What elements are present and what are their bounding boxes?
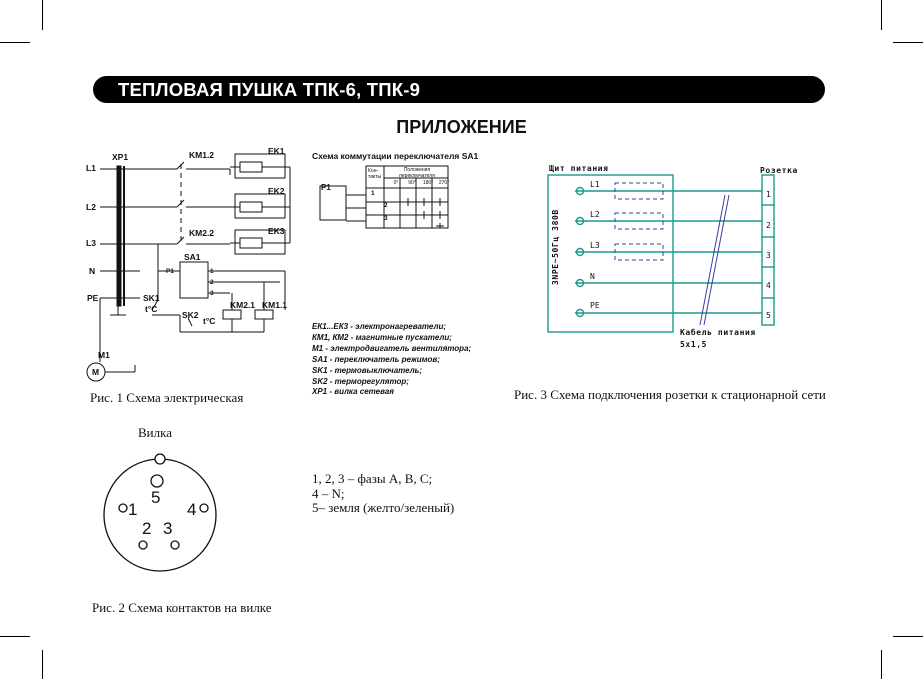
cable-label: Кабель питания (680, 328, 756, 337)
sk1-label: SK1 (143, 293, 160, 303)
terminal-3: 3 (766, 251, 771, 260)
switch-positions-header: Положения переключателя (399, 167, 435, 179)
crop-mark (0, 42, 30, 43)
km11-label: KM1.1 (262, 300, 288, 310)
crop-mark (42, 650, 43, 679)
sk2-temp-label: t°C (203, 316, 216, 326)
legend-item: ЕК1...ЕК3 - электронагреватели; (312, 322, 447, 331)
fig2-title: Вилка (138, 425, 173, 440)
km12-label: KM1.2 (189, 150, 215, 160)
switch-angle-180: 180° (422, 180, 434, 186)
switch-contacts-header: Кон- такты (368, 168, 382, 180)
page-title: ТЕПЛОВАЯ ПУШКА ТПК-6, ТПК-9 (118, 79, 421, 100)
crop-mark (0, 636, 30, 637)
plug-face-diagram (103, 453, 217, 572)
crop-mark (881, 650, 882, 679)
fig3-caption: Рис. 3 Схема подключения розетки к стаци… (514, 387, 826, 402)
km22-label: KM2.2 (189, 228, 215, 238)
plug-description: 4 – N; (312, 486, 345, 501)
section-title: ПРИЛОЖЕНИЕ (396, 117, 527, 137)
switch-p1-label: P1 (321, 183, 331, 192)
xp1-label: XP1 (112, 152, 129, 162)
fig2-caption: Рис. 2 Схема контактов на вилке (92, 600, 272, 615)
legend-item: М1 - электродвигатель вентилятора; (312, 344, 472, 353)
header-bar (93, 76, 825, 103)
power-panel-label: Щит питания (549, 164, 609, 173)
fig1-caption: Рис. 1 Схема электрическая (90, 390, 244, 405)
switch-row-3: 3 (384, 215, 388, 222)
terminal-5: 5 (766, 311, 771, 320)
plug-description: 5– земля (желто/зеленый) (312, 500, 455, 515)
sa1-terminal-2: 2 (210, 279, 214, 286)
crop-mark (893, 42, 923, 43)
ek3-label: EK3 (268, 226, 285, 236)
legend-item: ХР1 - вилка сетевая (312, 387, 394, 396)
plug-description: 1, 2, 3 – фазы А, В, С; (312, 471, 433, 486)
crop-mark (42, 0, 43, 30)
ek1-label: EK1 (268, 146, 285, 156)
legend-item: КМ1, КМ2 - магнитные пускатели; (312, 333, 452, 342)
cable-spec: 5х1,5 (680, 340, 708, 349)
line-label-l3: L3 (86, 238, 96, 248)
switch-row-2: 2 (384, 202, 388, 209)
sa1-terminal-1: 1 (210, 268, 214, 275)
pin-3-label: 3 (163, 519, 173, 538)
electrical-schematic (86, 153, 291, 382)
pin-4-label: 4 (187, 500, 197, 519)
terminal-4: 4 (766, 281, 771, 290)
line-label-n: N (89, 266, 96, 276)
pin-1-label: 1 (128, 500, 138, 519)
switch-commutation-diagram (319, 165, 449, 229)
legend-item: SA1 - переключатель режимов; (312, 355, 440, 364)
m1-label: M1 (98, 350, 110, 360)
wire-label-l3: L3 (590, 241, 600, 250)
terminal-1: 1 (766, 190, 771, 199)
km21-label: KM2.1 (230, 300, 256, 310)
socket-label: Розетка (760, 166, 798, 175)
legend-item: SK2 - терморегулятор; (312, 377, 409, 386)
crop-mark (881, 0, 882, 30)
socket-connection-diagram (547, 174, 775, 333)
wire-label-l1: L1 (590, 180, 600, 189)
line-label-pe: PE (87, 293, 99, 303)
wire-label-l2: L2 (590, 210, 600, 219)
sa1-terminal-3: 3 (210, 290, 214, 297)
switch-angles: 0° 90° 180° 270° (388, 180, 452, 186)
supply-spec-label: 3NPE~50Гц 380В (551, 209, 560, 285)
motor-symbol: M (92, 367, 100, 377)
p1-label: P1 (166, 268, 174, 275)
line-label-l2: L2 (86, 202, 96, 212)
line-label-l1: L1 (86, 163, 96, 173)
wire-label-n: N (590, 272, 595, 281)
ek2-label: EK2 (268, 186, 285, 196)
pin-2-label: 2 (142, 519, 152, 538)
sk2-label: SK2 (182, 310, 199, 320)
wire-label-pe: PE (590, 301, 600, 310)
sk1-temp-label: t°C (145, 304, 158, 314)
crop-mark (893, 636, 923, 637)
legend-item: SK1 - термовыключатель; (312, 366, 423, 375)
sa1-label: SA1 (184, 252, 201, 262)
switch-table-title: Схема коммутации переключателя SA1 (312, 151, 479, 161)
switch-angle-0: 0° (393, 180, 399, 186)
switch-angle-270: 270° (438, 180, 450, 186)
terminal-2: 2 (766, 221, 771, 230)
switch-angle-90: 90° (408, 180, 416, 186)
switch-row-1: 1 (371, 190, 375, 197)
pin-5-label: 5 (151, 488, 161, 507)
